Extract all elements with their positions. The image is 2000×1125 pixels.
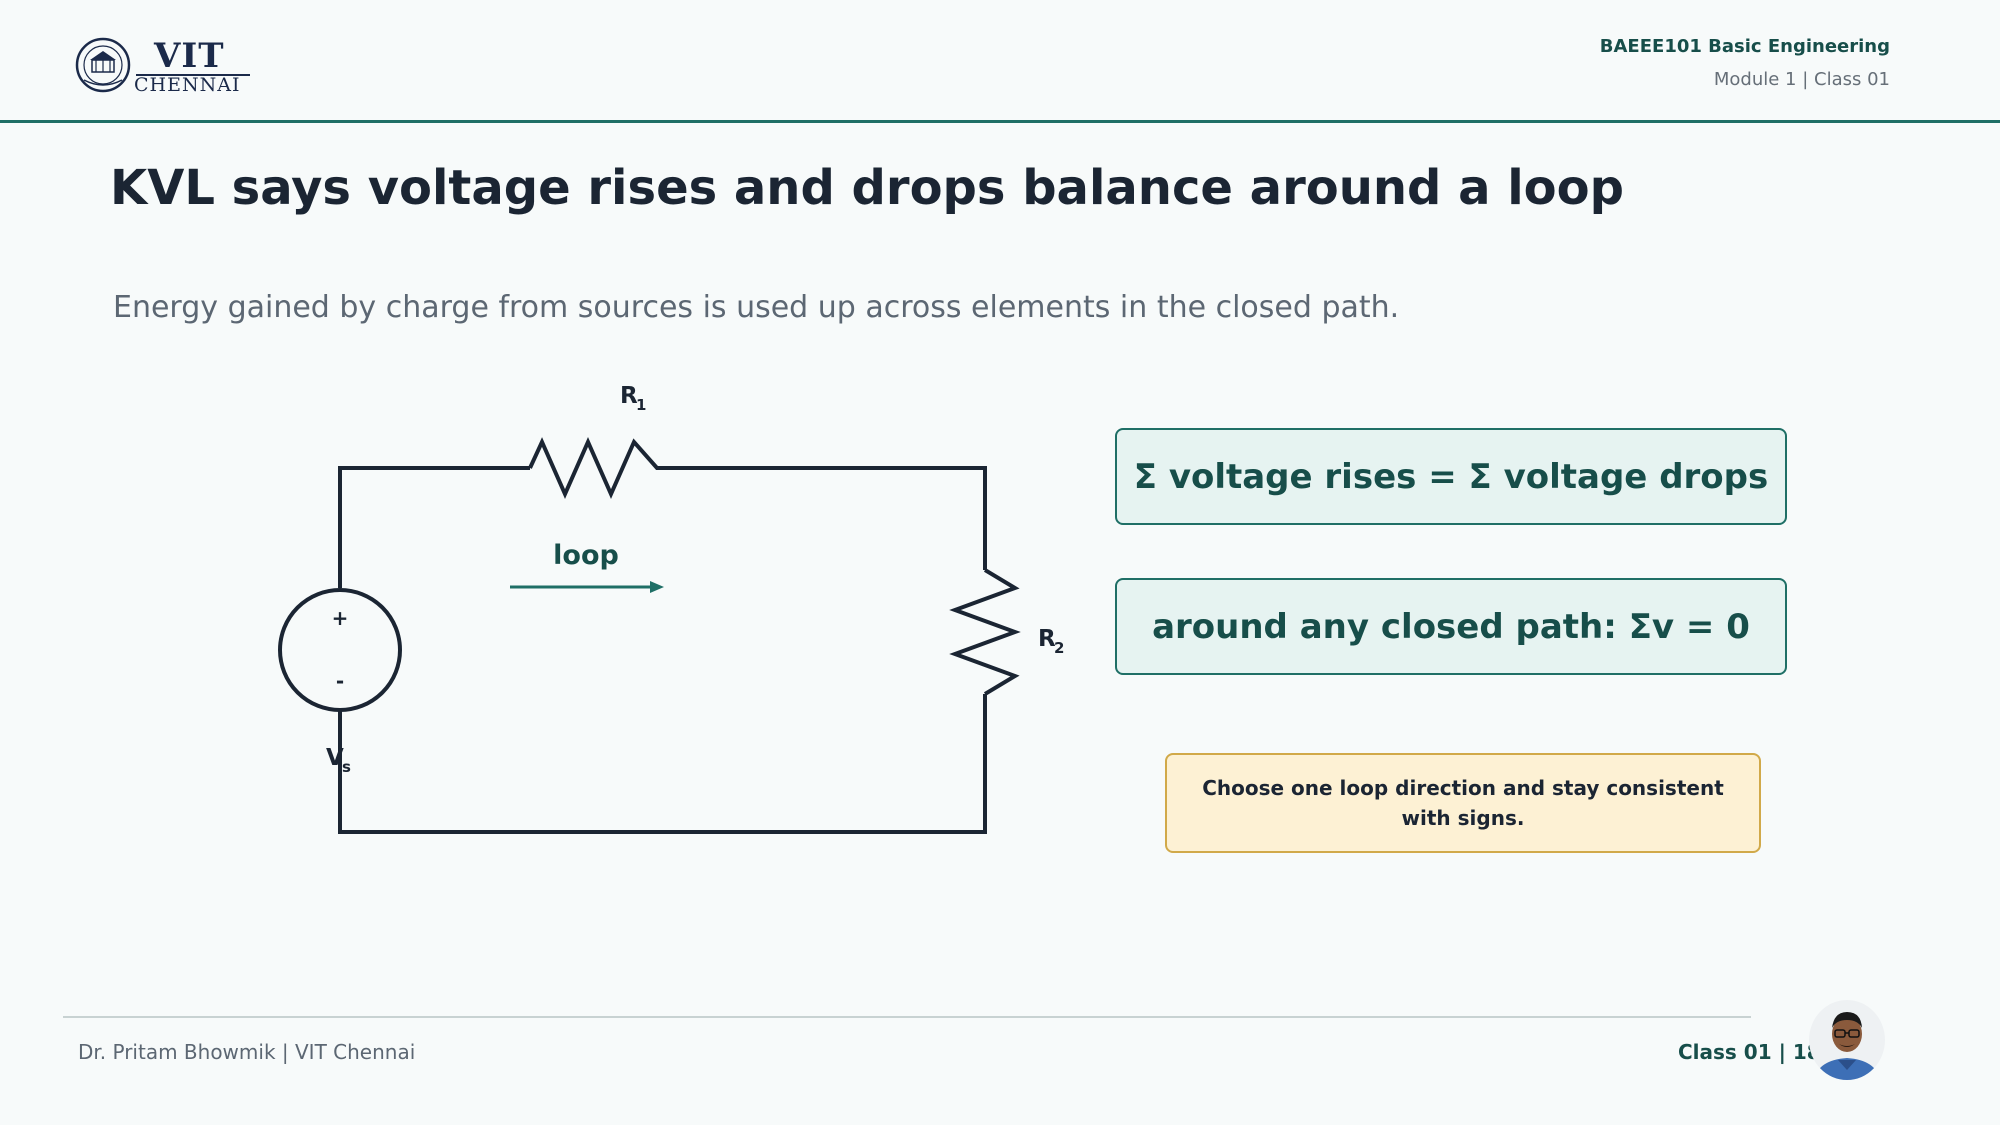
top-wire-left [338, 466, 530, 588]
presenter-avatar [1809, 1000, 1885, 1080]
loop-label: loop [553, 540, 619, 571]
top-wire-right [770, 466, 987, 570]
loop-direction-note: Choose one loop direction and stay consi… [1165, 753, 1761, 853]
vit-logo: VIT CHENNAI [74, 36, 254, 96]
right-wire-bottom [338, 694, 987, 834]
source-plus-sign: + [332, 606, 349, 630]
slide-subtitle: Energy gained by charge from sources is … [113, 290, 1400, 325]
kvl-sum-zero-box: around any closed path: Σv = 0 [1115, 578, 1787, 675]
logo-text-vit: VIT [154, 36, 225, 76]
kvl-equation-box: Σ voltage rises = Σ voltage drops [1115, 428, 1787, 525]
course-info: BAEEE101 Basic Engineering Module 1 | Cl… [1600, 36, 1890, 90]
slide-header: VIT CHENNAI BAEEE101 Basic Engineering M… [0, 0, 2000, 123]
source-minus-sign: - [336, 669, 344, 693]
voltage-source [278, 588, 402, 712]
footer-divider [63, 1016, 1751, 1018]
r1-label: R 1 [620, 383, 646, 414]
logo-text-chennai: CHENNAI [134, 74, 241, 96]
vs-label: V s [326, 745, 351, 776]
slide-title: KVL says voltage rises and drops balance… [110, 160, 1624, 216]
r1-resistor [528, 437, 770, 499]
logo-divider [136, 74, 250, 76]
svg-text:R: R [1038, 626, 1056, 652]
kvl-circuit-diagram: + - loop R 1 R 2 V s [278, 383, 1064, 834]
r2-label: R 2 [1038, 626, 1064, 657]
footer-page-number: Class 01 | 18 [1678, 1040, 1821, 1064]
svg-text:2: 2 [1054, 639, 1064, 657]
course-title: BAEEE101 Basic Engineering [1599, 36, 1890, 57]
svg-text:1: 1 [636, 396, 646, 414]
r2-resistor [949, 568, 1021, 696]
svg-text:s: s [342, 758, 351, 776]
svg-text:V: V [326, 745, 344, 771]
footer-author: Dr. Pritam Bhowmik | VIT Chennai [78, 1040, 416, 1064]
svg-text:R: R [620, 383, 638, 409]
course-module: Module 1 | Class 01 [1713, 69, 1890, 90]
vit-emblem-icon [75, 37, 131, 93]
